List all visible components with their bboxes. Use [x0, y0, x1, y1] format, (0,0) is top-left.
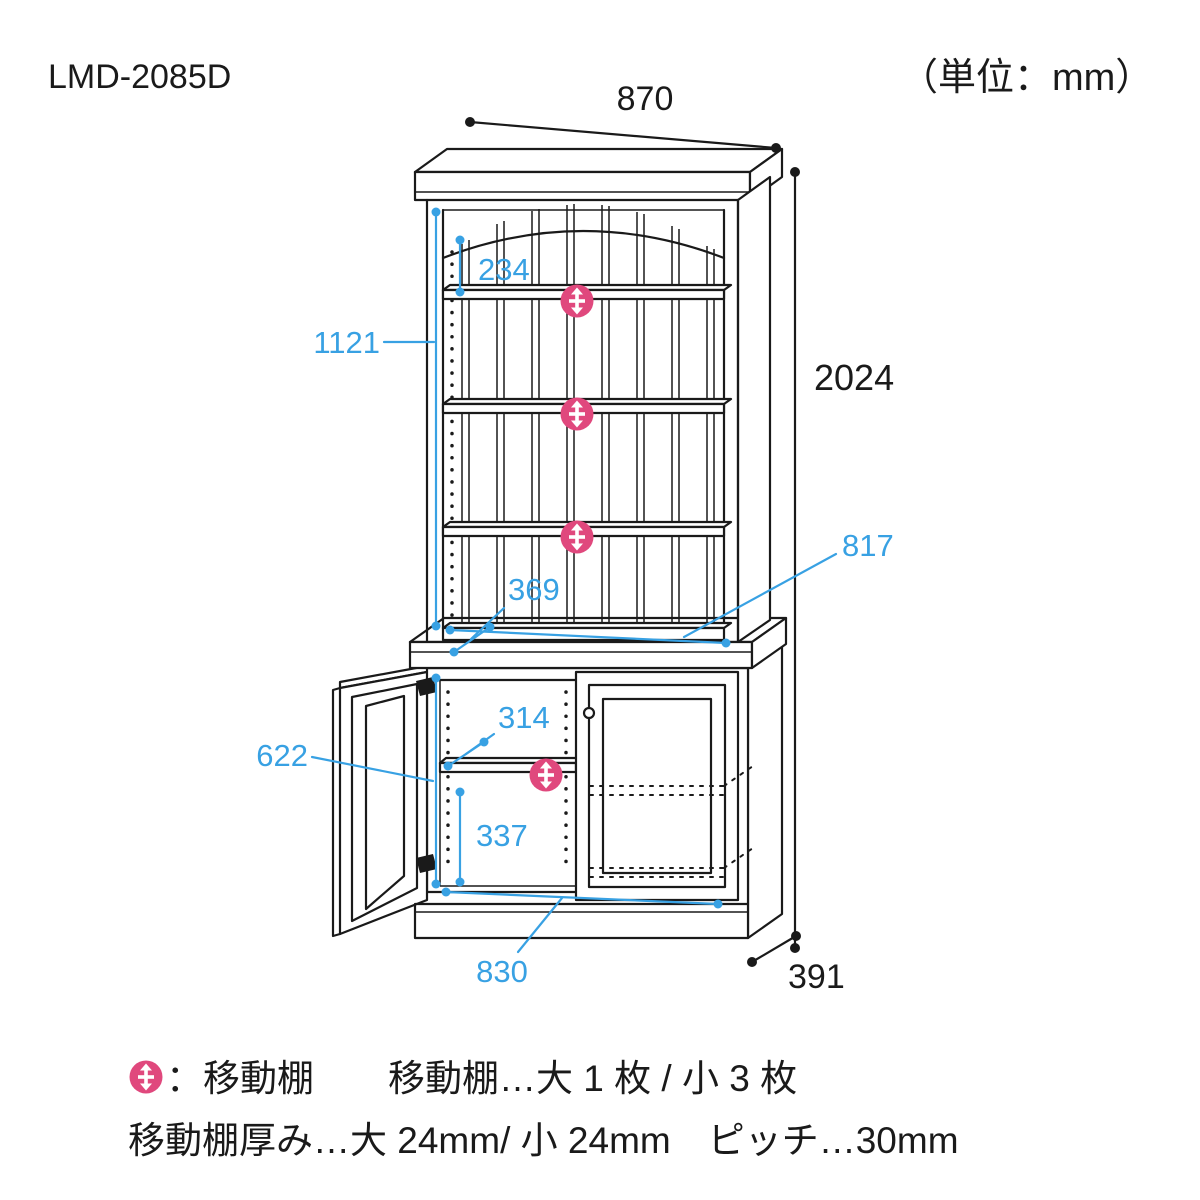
dim-cabinet-inner-height-label: 622: [256, 738, 308, 773]
dim-counter-depth-label: 369: [508, 572, 560, 607]
hinge-bottom: [416, 854, 437, 873]
dim-cabinet-inner-width: 830: [441, 887, 723, 989]
dim-upper-inner-height: 1121: [313, 207, 441, 631]
dim-overall-depth-label: 391: [788, 958, 845, 996]
model-number: LMD-2085D: [48, 58, 231, 96]
arched-top-rail: [441, 229, 726, 260]
dim-cabinet-inner-width-label: 830: [476, 954, 528, 989]
upper-bottom-board: [441, 621, 733, 642]
dim-overall-height: 2024: [790, 167, 894, 953]
upper-right-side-panel: [736, 175, 772, 644]
dim-overall-width-label: 870: [617, 80, 674, 118]
legend-line2: 移動棚厚み…大 24mm/ 小 24mm ピッチ…30mm: [128, 1120, 959, 1161]
cabinet-interior: [438, 680, 584, 887]
dim-overall-width: 870: [465, 80, 781, 153]
legend-line1: ：移動棚 移動棚…大 1 枚 / 小 3 枚: [166, 1058, 797, 1099]
movable-shelf-icon: [529, 758, 563, 792]
dim-upper-inner-width-label: 817: [842, 528, 894, 563]
plinth-base: [413, 902, 750, 913]
dim-overall-depth: 391: [747, 931, 845, 996]
legend: ：移動棚 移動棚…大 1 枚 / 小 3 枚 移動棚厚み…大 24mm/ 小 2…: [128, 1058, 959, 1161]
hidden-shelf-dashed: [589, 765, 754, 878]
dim-counter-depth: 369: [449, 572, 560, 657]
unit-note: （単位：mm）: [900, 57, 1153, 99]
dim-upper-inner-width: 817: [445, 528, 894, 648]
hinge-top: [416, 677, 437, 696]
movable-shelf-icon: [560, 520, 594, 554]
movable-shelf-icon: [129, 1060, 163, 1094]
dim-overall-height-label: 2024: [814, 357, 894, 398]
dim-top-shelf-space-label: 234: [478, 252, 530, 287]
dim-cabinet-shelf-depth-label: 314: [498, 700, 550, 735]
upper-bookshelf: [408, 147, 788, 644]
dim-cabinet-shelf-depth: 314: [443, 700, 550, 771]
lower-cabinet: [331, 616, 788, 940]
movable-shelf-icon: [560, 397, 594, 431]
dim-top-shelf-space: 234: [455, 235, 530, 297]
crown-molding: [413, 147, 784, 202]
lower-right-side-panel: [746, 642, 784, 940]
dim-cabinet-bottom-space: 337: [455, 787, 528, 887]
counter-molding: [408, 616, 788, 670]
dim-cabinet-inner-height: 622: [256, 673, 441, 889]
dim-upper-inner-height-label: 1121: [313, 325, 380, 360]
movable-shelf-icon: [560, 284, 594, 318]
left-door-open: [331, 664, 437, 938]
door-knob: [582, 706, 596, 720]
dim-cabinet-bottom-space-label: 337: [476, 818, 528, 853]
